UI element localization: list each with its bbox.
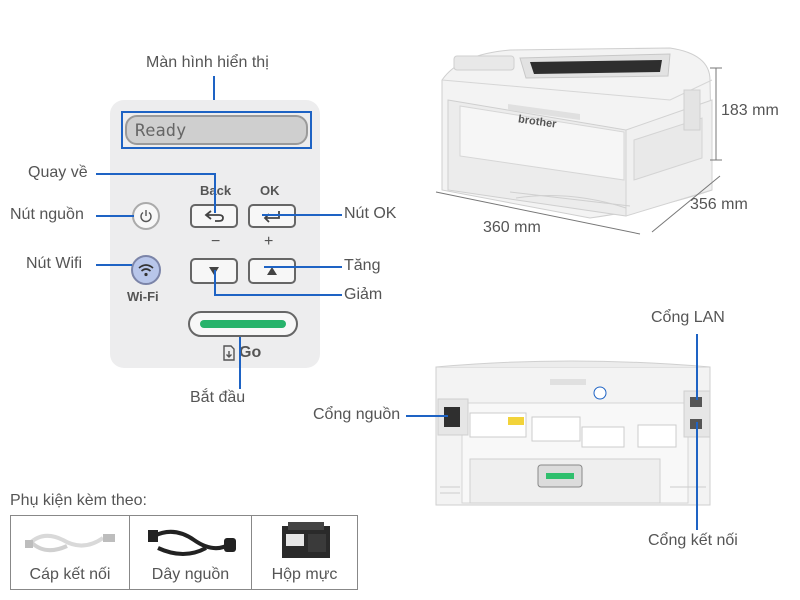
back-leader-v: [214, 173, 216, 213]
accessory-cable-label: Cáp kết nối: [29, 566, 111, 583]
lcd-screen: Ready: [125, 115, 308, 145]
wifi-leader: [96, 264, 132, 266]
ok-callout: Nút OK: [344, 205, 397, 222]
ok-leader: [262, 214, 342, 216]
display-leader-line: [213, 76, 215, 112]
display-label: Màn hình hiển thị: [146, 54, 269, 71]
wifi-caption: Wi-Fi: [127, 289, 159, 304]
plus-caption: +: [264, 233, 274, 250]
up-callout: Tăng: [344, 257, 381, 274]
dimension-lines: [435, 67, 722, 235]
start-leader: [239, 337, 241, 389]
back-button[interactable]: [190, 204, 238, 228]
power-port-leader: [406, 415, 448, 417]
power-cord-icon: [148, 529, 236, 556]
triangle-up-icon: [267, 267, 277, 275]
wifi-button[interactable]: [131, 255, 161, 285]
accessory-power-cord: Dây nguồn: [129, 516, 251, 589]
document-download-icon: [223, 345, 235, 361]
lan-leader: [696, 334, 698, 400]
accessory-cable: Cáp kết nối: [11, 516, 129, 589]
accessories-title: Phụ kiện kèm theo:: [10, 492, 147, 509]
go-label: Go: [222, 344, 261, 362]
printer-front-illustration: [441, 47, 713, 219]
lcd-highlight-frame: [121, 111, 312, 149]
down-callout: Giảm: [344, 286, 383, 303]
accessory-power-cord-label: Dây nguồn: [151, 566, 230, 583]
power-leader: [96, 215, 134, 217]
down-leader-h: [214, 294, 342, 296]
accessory-toner: Hộp mực: [251, 516, 357, 589]
back-callout: Quay về: [28, 164, 88, 181]
ok-button[interactable]: [248, 204, 296, 228]
minus-caption: −: [211, 233, 221, 250]
usb-leader: [696, 422, 698, 530]
power-icon: [140, 210, 152, 223]
usb-callout: Cổng kết nối: [648, 532, 738, 549]
enter-icon: [263, 211, 280, 223]
back-leader-h: [96, 173, 216, 175]
toner-cartridge-icon: [282, 522, 330, 558]
up-button[interactable]: [248, 258, 296, 284]
depth-dimension: 356 mm: [690, 196, 748, 213]
width-dimension: 360 mm: [483, 219, 541, 236]
down-leader-v: [214, 270, 216, 296]
printer-rear-illustration: [435, 360, 711, 506]
power-callout: Nút nguồn: [10, 206, 84, 223]
power-button[interactable]: [132, 202, 160, 230]
lcd-text: Ready: [135, 121, 187, 141]
wifi-callout: Nút Wifi: [26, 255, 82, 272]
back-arrow-icon: [204, 210, 224, 222]
ok-caption: OK: [260, 183, 280, 198]
go-button[interactable]: [188, 311, 298, 337]
up-leader: [264, 266, 342, 268]
wifi-icon: [138, 264, 154, 277]
accessories-table: Cáp kết nối Dây nguồn Hộp mực: [10, 515, 358, 590]
go-green-bar: [200, 320, 286, 328]
usb-cable-icon: [25, 533, 115, 553]
start-callout: Bắt đầu: [190, 389, 246, 406]
power-port-callout: Cổng nguồn: [313, 406, 401, 423]
go-caption: Go: [239, 344, 262, 361]
height-dimension: 183 mm: [721, 102, 779, 119]
accessory-toner-label: Hộp mực: [271, 566, 338, 583]
lan-callout: Cổng LAN: [651, 309, 725, 326]
